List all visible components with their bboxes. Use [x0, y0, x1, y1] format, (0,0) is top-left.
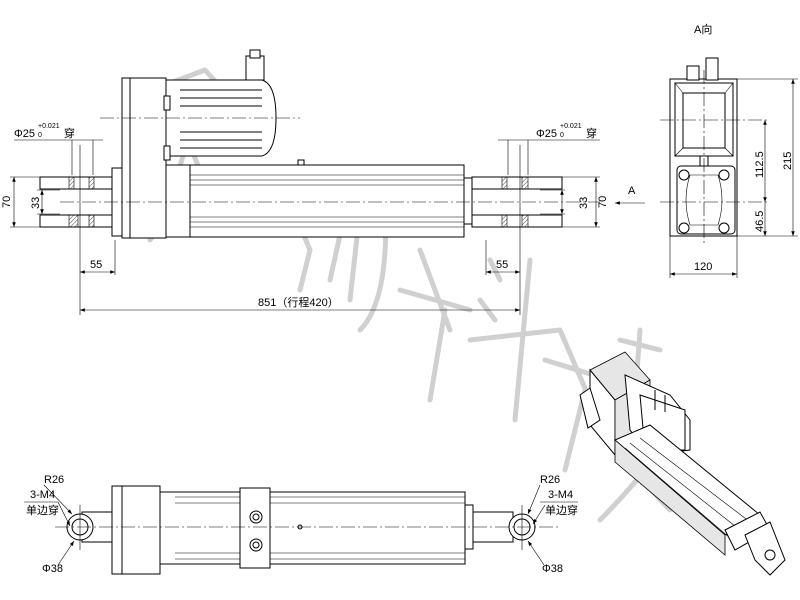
dim-120: 120	[694, 261, 712, 273]
dim-215: 215	[782, 152, 794, 170]
bore-note-right: 穿	[586, 126, 597, 140]
tube-grooves	[190, 174, 464, 228]
thread-label-left: 3-M4	[30, 489, 55, 501]
dim-33-left: 33	[30, 197, 42, 209]
bottom-view: R26 3-M4 单边穿 Φ38 R26 3-M4 单边穿 Φ38	[24, 474, 578, 575]
thread-label-right: 3-M4	[548, 489, 573, 501]
motor-flange	[121, 77, 167, 239]
dia-label-left: Φ38	[42, 563, 63, 575]
thread-note-left: 单边穿	[26, 503, 59, 517]
bore-note-left: 穿	[64, 126, 75, 140]
connector-block	[239, 487, 271, 569]
bore-dia-left: Φ25	[14, 128, 35, 140]
dim-46-5: 46.5	[754, 211, 766, 232]
radius-label-right: R26	[540, 474, 560, 486]
dim-33-right: 33	[578, 197, 590, 209]
motor-flange-bottom	[111, 485, 161, 575]
end-view: A向 A 112.5 46.5 215 120	[615, 22, 798, 278]
watermark-glyph-3	[397, 247, 563, 423]
isometric-view	[579, 351, 786, 576]
bore-tol-lower-left: 0	[38, 132, 42, 139]
bore-tol-upper-right: +0.021	[560, 123, 582, 130]
view-arrow-label: A	[628, 185, 636, 197]
connector	[245, 55, 265, 81]
dim-overall-length: 851（行程420）	[258, 296, 339, 309]
bore-tol-lower-right: 0	[560, 132, 564, 139]
dim-70-left: 70	[1, 196, 13, 208]
dim-70-right: 70	[597, 196, 609, 208]
bore-dia-right: Φ25	[536, 128, 557, 140]
top-view: Φ25 +0.021 0 穿 70 33 55 Φ25 +0.021 0 穿 7…	[1, 49, 609, 315]
view-title-a: A向	[694, 22, 712, 36]
dim-55-left: 55	[90, 259, 102, 271]
motor-fins	[180, 89, 262, 149]
bore-tol-upper-left: +0.021	[38, 123, 60, 130]
dim-55-right: 55	[496, 259, 508, 271]
actuator-tube	[165, 164, 465, 238]
thread-note-right: 单边穿	[545, 503, 578, 517]
dia-label-right: Φ38	[542, 563, 563, 575]
radius-label-left: R26	[44, 474, 64, 486]
dim-112-5: 112.5	[754, 151, 766, 178]
